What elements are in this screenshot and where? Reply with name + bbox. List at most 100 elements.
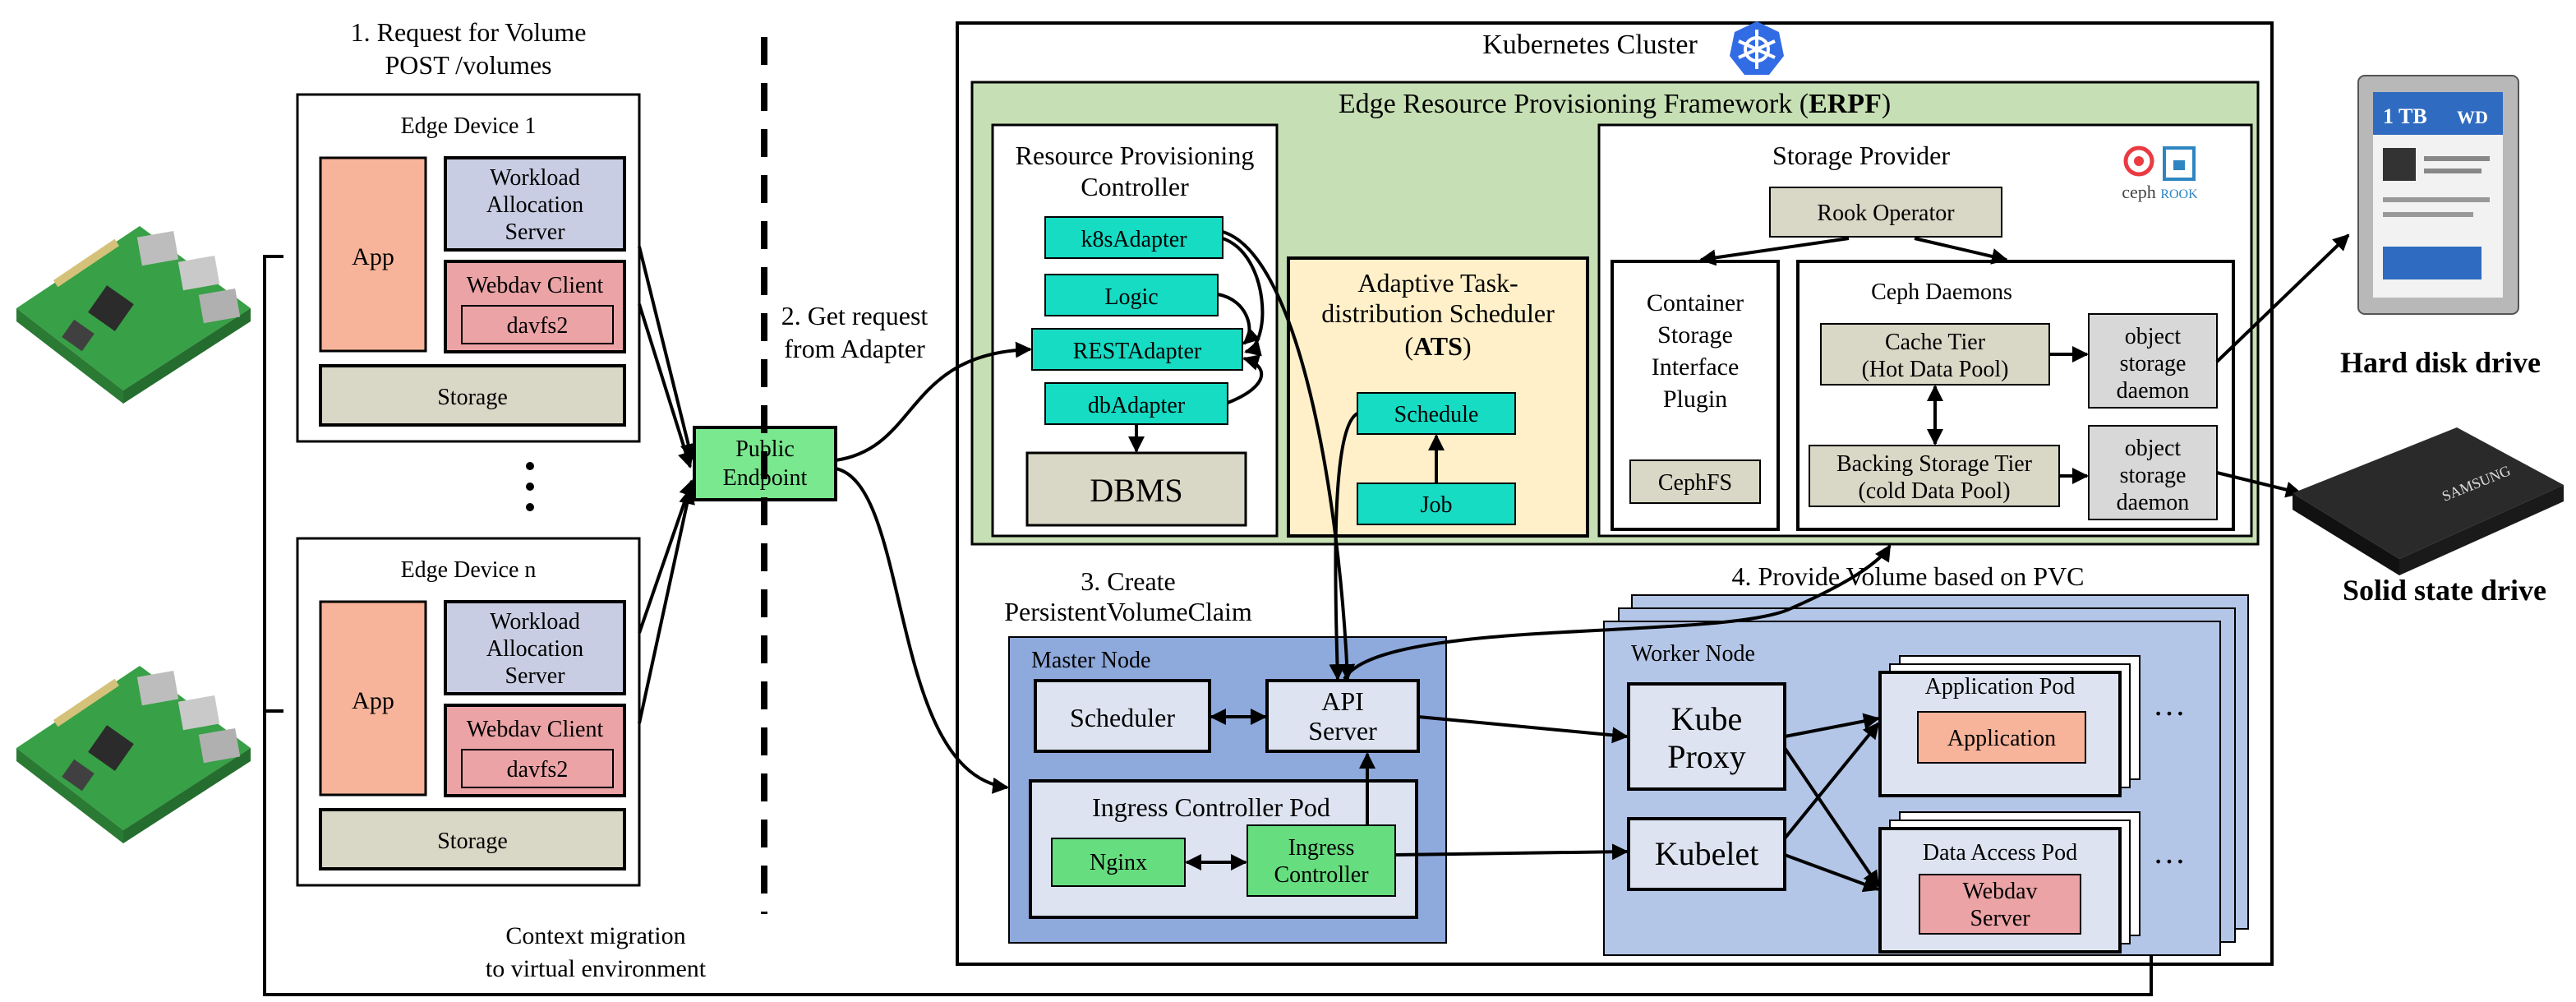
device1-to-endpoint-arrow xyxy=(638,303,694,469)
raspberry-pi-icon xyxy=(16,226,251,404)
ingress-controller-label: Ingress xyxy=(1288,835,1355,861)
ceph-daemons-label: Ceph Daemons xyxy=(1871,279,2012,305)
rook-operator-label: Rook Operator xyxy=(1817,201,1955,226)
svg-text:ceph: ceph xyxy=(2122,182,2156,202)
ingress-pod-label: Ingress Controller Pod xyxy=(1092,792,1330,822)
storage-provider-title: Storage Provider xyxy=(1772,141,1950,170)
cache-tier-label: Cache Tier xyxy=(1885,330,1986,355)
osd-label: object xyxy=(2125,324,2182,349)
edge-device-title: Edge Device 1 xyxy=(401,113,537,139)
kubernetes-logo-icon xyxy=(1730,21,1784,75)
ats-title: (ATS) xyxy=(1404,331,1471,361)
workload-label: Server xyxy=(505,219,565,245)
csi-plugin-label: Container xyxy=(1647,289,1744,316)
hdd-label: Hard disk drive xyxy=(2340,346,2541,379)
object-storage-daemon-box xyxy=(2088,425,2218,520)
schedule-box xyxy=(1357,392,1516,435)
k8s-adapter-to-api-arrow xyxy=(1222,230,1356,681)
step2-caption: 2. Get request xyxy=(781,301,929,330)
application-box xyxy=(1917,711,2086,764)
workload-allocation-server xyxy=(444,600,626,695)
rpc-title: Controller xyxy=(1081,172,1189,201)
kubelet-label: Kubelet xyxy=(1655,835,1759,872)
kube-proxy-label: Kube xyxy=(1671,700,1743,737)
solid-state-drive-icon: SAMSUNG xyxy=(2293,427,2564,575)
storage-provider: Storage Provider ceph ROOK Rook Operator… xyxy=(1597,123,2253,538)
osd-label: storage xyxy=(2120,351,2187,376)
resource-provisioning-controller: Resource Provisioning Controller k8sAdap… xyxy=(991,123,1279,538)
osd-label: object xyxy=(2125,436,2182,461)
application-label: Application xyxy=(1947,726,2056,751)
step1-caption-sub: POST /volumes xyxy=(385,50,552,80)
osd-to-ssd-arrow xyxy=(2216,471,2302,498)
edge-device-n: Edge Device n App Workload Allocation Se… xyxy=(296,537,641,887)
kube-proxy-label: Proxy xyxy=(1667,738,1746,775)
webdav-server-label: Webdav xyxy=(1962,879,2037,904)
db-adapter-box xyxy=(1044,382,1228,425)
rook-logo-icon: ROOK xyxy=(2160,146,2198,201)
data-access-pod-label: Data Access Pod xyxy=(1923,840,2077,866)
ats-title: Adaptive Task- xyxy=(1357,268,1518,298)
ceph-logo-icon: ceph xyxy=(2122,145,2156,202)
svg-text:ROOK: ROOK xyxy=(2160,187,2198,201)
app-label: App xyxy=(352,687,394,714)
rook-to-daemons-arrow xyxy=(1914,237,2008,265)
nginx-label: Nginx xyxy=(1090,850,1147,875)
logic-label: Logic xyxy=(1104,284,1158,310)
logic-box xyxy=(1044,274,1219,316)
davfs2-box xyxy=(461,305,614,344)
kubelet-to-data-pod-arrow xyxy=(1784,853,1880,893)
webdav-server-label: Server xyxy=(1970,906,2030,931)
webdav-client-label: Webdav Client xyxy=(467,717,604,742)
backing-tier-label: Backing Storage Tier xyxy=(1836,451,2033,477)
davfs2-label: davfs2 xyxy=(507,757,569,783)
dbms-label: DBMS xyxy=(1090,472,1182,509)
cephfs-box xyxy=(1629,459,1761,504)
workload-allocation-server xyxy=(444,156,626,252)
workload-label: Workload xyxy=(490,609,580,635)
rest-adapter-label: RESTAdapter xyxy=(1073,339,1202,364)
cache-tier-box xyxy=(1820,323,2050,386)
application-pod-label: Application Pod xyxy=(1925,674,2076,700)
osd-label: daemon xyxy=(2117,378,2190,404)
ats-title: distribution Scheduler xyxy=(1321,298,1555,328)
kube-proxy-to-app-pod-arrow xyxy=(1784,713,1880,738)
ingress-controller-label: Controller xyxy=(1274,862,1369,888)
ingress-to-kubelet-arrow xyxy=(1394,843,1629,861)
app-box xyxy=(319,156,427,353)
raspberry-pi-icon xyxy=(16,666,251,843)
workload-label: Allocation xyxy=(486,636,583,662)
storage-label: Storage xyxy=(437,385,508,410)
object-storage-daemon-box xyxy=(2088,313,2218,409)
csi-plugin-label: Storage xyxy=(1657,321,1733,349)
more-pods-ellipsis: … xyxy=(2153,686,2186,723)
migration-caption-sub: to virtual environment xyxy=(486,955,707,982)
hard-disk-drive-icon: 1 TB WD xyxy=(2357,75,2519,315)
master-node-title: Master Node xyxy=(1031,648,1150,673)
k8s-to-rest-arrow xyxy=(1222,237,1265,357)
storage-box xyxy=(319,808,626,870)
job-label: Job xyxy=(1421,492,1453,518)
app-box xyxy=(319,600,427,797)
more-pods-ellipsis: … xyxy=(2153,833,2186,870)
k8s-adapter-label: k8sAdapter xyxy=(1081,227,1187,252)
davfs2-box xyxy=(461,749,614,788)
db-to-rest-arrow xyxy=(1227,354,1264,404)
edge-device-1: Edge Device 1 App Workload Allocation Se… xyxy=(296,93,641,443)
cache-tier-label: (Hot Data Pool) xyxy=(1862,357,2009,382)
device1-to-endpoint-arrow xyxy=(638,246,697,460)
kubelet-box xyxy=(1627,817,1786,891)
osd-label: storage xyxy=(2120,463,2187,488)
webdav-client-label: Webdav Client xyxy=(467,273,604,298)
nginx-box xyxy=(1051,838,1186,887)
storage-label: Storage xyxy=(437,829,508,854)
schedule-to-api-arrow xyxy=(1329,412,1359,681)
step2-caption-sub: from Adapter xyxy=(784,334,925,363)
db-adapter-label: dbAdapter xyxy=(1088,393,1186,418)
dbms-box xyxy=(1025,451,1247,527)
backing-tier-label: (cold Data Pool) xyxy=(1858,478,2010,504)
devicen-to-endpoint-arrow xyxy=(638,479,695,634)
rook-to-csi-arrow xyxy=(1699,237,1850,266)
svg-text:WD: WD xyxy=(2457,107,2488,127)
